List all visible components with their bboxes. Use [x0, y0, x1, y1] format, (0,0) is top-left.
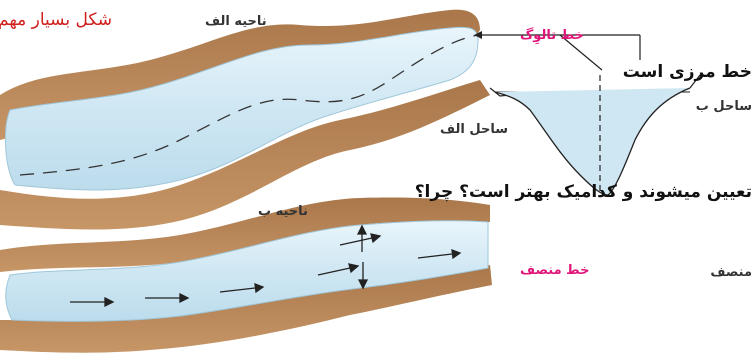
- boundary-line-label: خط مرزی است: [623, 62, 752, 82]
- question-text: تعیین میشوند و کدامیک بهتر است؟ چرا؟: [415, 182, 752, 202]
- region-a-label: ناحیه الف: [205, 14, 267, 29]
- bank-b-label: ساحل ب: [696, 99, 752, 114]
- region-b-label: ناحیه ب: [258, 204, 308, 219]
- median-partial-label: منصف: [710, 265, 752, 280]
- cross-section-bed: [495, 88, 690, 195]
- median-line-label: خط منصف: [520, 263, 589, 278]
- thalweg-label: خط تالوِگ: [520, 28, 584, 43]
- title-text: شکل بسیار مهم: [0, 10, 112, 30]
- bank-a-label: ساحل الف: [440, 122, 508, 137]
